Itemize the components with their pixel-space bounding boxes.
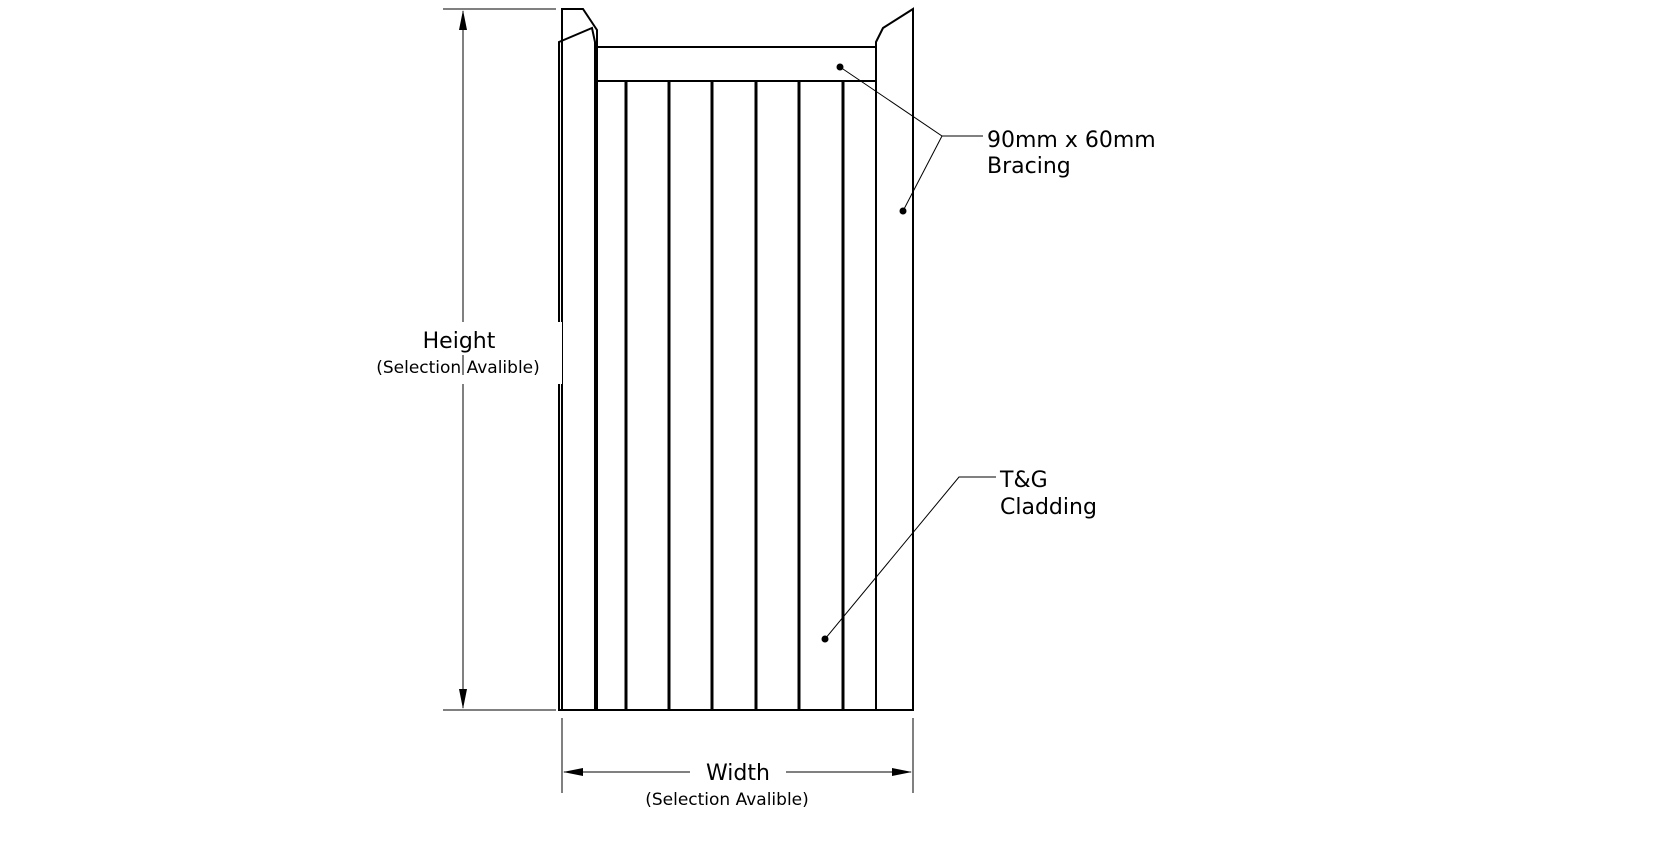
bracing-leader-2 — [902, 135, 943, 212]
right-post — [875, 7, 914, 711]
top-rail — [596, 46, 877, 82]
height-label: Height — [423, 329, 496, 354]
cladding-label-line2: Cladding — [1000, 495, 1097, 520]
width-label: Width — [706, 761, 770, 786]
height-label-background — [352, 322, 562, 384]
left-post-cap — [561, 8, 598, 710]
bracing-label-line1: 90mm x 60mm — [987, 128, 1156, 153]
bracing-dot-post — [899, 207, 907, 215]
cladding-dot — [821, 635, 829, 643]
height-arrow-bottom — [459, 689, 467, 709]
height-dimension: Height (Selection Avalible) — [352, 8, 562, 711]
cladding-label-line1: T&G — [999, 468, 1048, 493]
bracing-leader — [839, 66, 983, 137]
height-note: (Selection Avalible) — [376, 358, 540, 378]
cladding-callout: T&G Cladding — [821, 468, 1097, 643]
bracing-dot-rail — [836, 63, 844, 71]
width-dimension: Width (Selection Avalible) — [561, 718, 914, 810]
width-arrow-right — [892, 768, 912, 776]
gate — [558, 7, 914, 711]
bracing-label-line2: Bracing — [987, 154, 1071, 179]
width-arrow-left — [563, 768, 583, 776]
left-post — [558, 26, 596, 711]
bracing-callout: 90mm x 60mm Bracing — [836, 63, 1156, 215]
height-arrow-top — [459, 10, 467, 30]
cladding-leader — [824, 476, 996, 640]
width-note: (Selection Avalible) — [645, 790, 809, 810]
